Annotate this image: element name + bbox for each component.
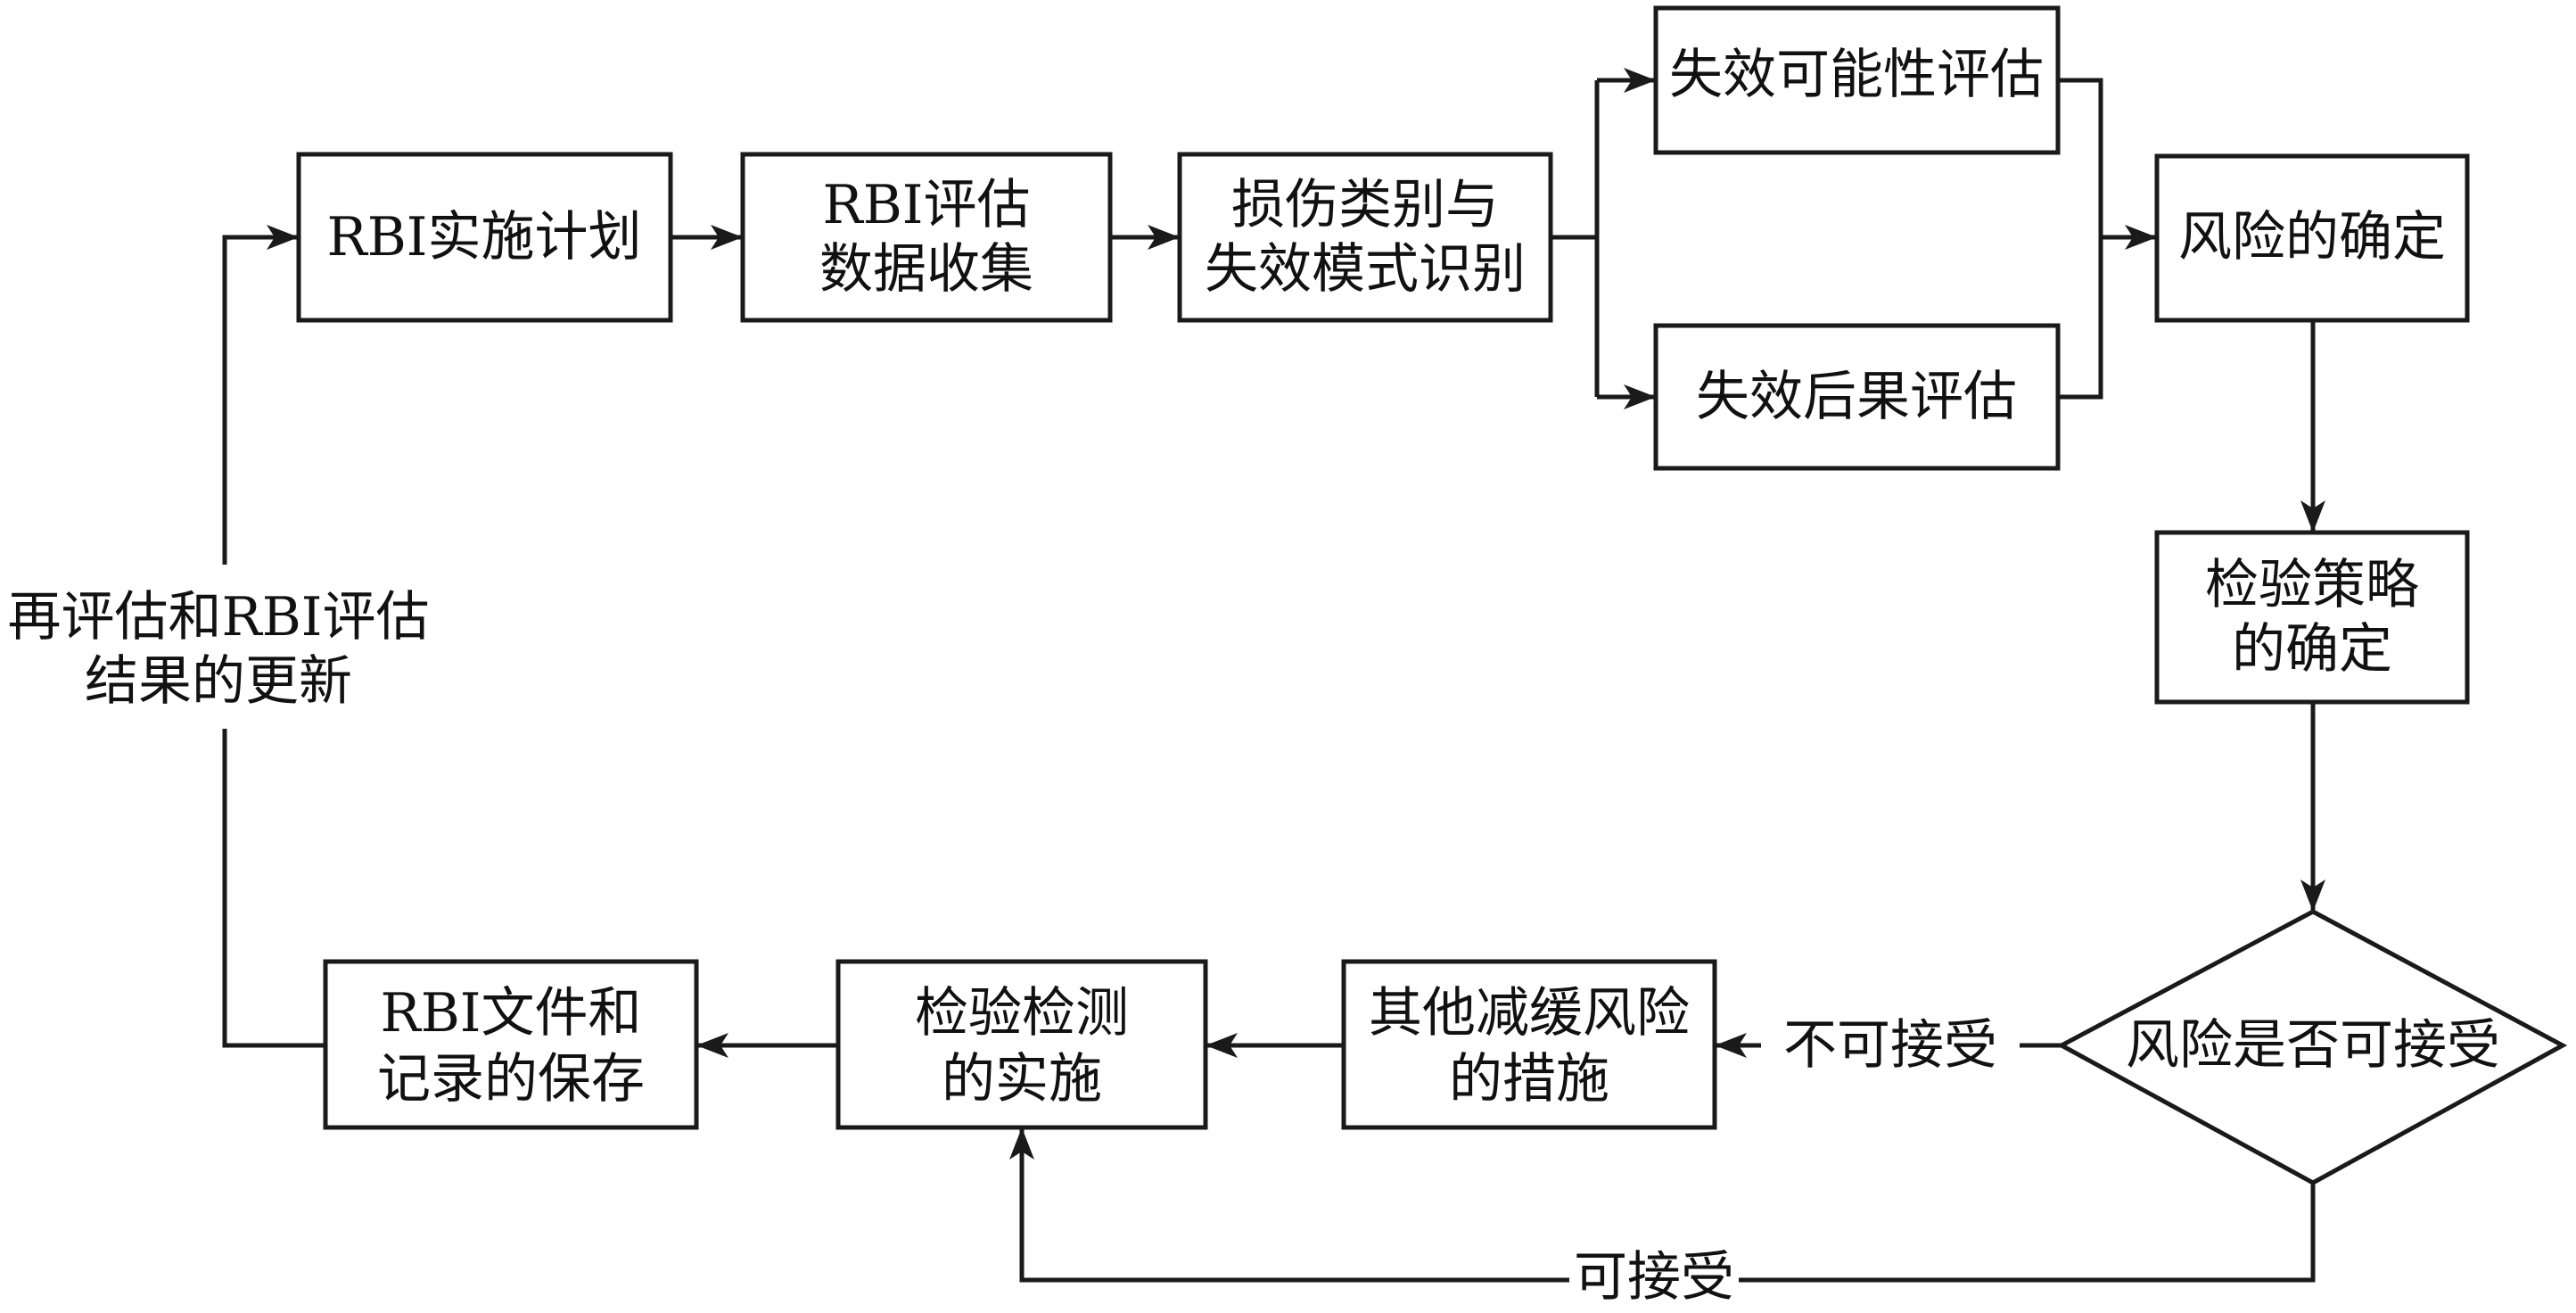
- node-data-collection[interactable]: RBI评估 数据收集: [740, 152, 1113, 323]
- node-consequence-label: 失效后果评估: [1696, 366, 2017, 428]
- node-inspection-strategy[interactable]: 检验策略 的确定: [2154, 530, 2470, 705]
- node-inspection-strategy-label-1: 检验策略: [2205, 554, 2419, 616]
- node-records-label-1: RBI文件和: [381, 982, 642, 1045]
- node-damage-identification-label-1: 损伤类别与: [1231, 174, 1499, 236]
- node-other-mitigation-label-1: 其他减缓风险: [1369, 982, 1690, 1045]
- node-consequence[interactable]: 失效后果评估: [1653, 323, 2061, 471]
- edge-label-not-acceptable: 不可接受: [1783, 1014, 1997, 1077]
- edge-records-loop-a: [222, 729, 325, 1048]
- node-plan[interactable]: RBI实施计划: [296, 152, 673, 323]
- node-inspection-execution[interactable]: 检验检测 的实施: [835, 959, 1208, 1130]
- node-records[interactable]: RBI文件和 记录的保存: [323, 959, 699, 1130]
- edge-likelihood-join: [2058, 78, 2103, 400]
- edge-label-reassessment-2: 结果的更新: [85, 650, 352, 713]
- node-records-label-2: 记录的保存: [377, 1048, 645, 1111]
- node-other-mitigation-label-2: 的措施: [1449, 1048, 1609, 1111]
- node-likelihood-label: 失效可能性评估: [1669, 44, 2044, 106]
- node-damage-identification[interactable]: 损伤类别与 失效模式识别: [1177, 152, 1553, 323]
- node-damage-identification-label-2: 失效模式识别: [1205, 238, 1526, 301]
- edge-records-loop-b: [222, 225, 299, 565]
- node-risk-determination[interactable]: 风险的确定: [2154, 153, 2470, 323]
- node-plan-label: RBI实施计划: [327, 206, 642, 268]
- node-inspection-execution-label-1: 检验检测: [915, 982, 1129, 1045]
- edge-acceptable-b: [1009, 1127, 1569, 1283]
- edge-label-reassessment-1: 再评估和RBI评估: [8, 586, 430, 648]
- node-data-collection-label-1: RBI评估: [823, 174, 1031, 236]
- node-data-collection-label-2: 数据收集: [819, 238, 1033, 301]
- node-inspection-execution-label-2: 的实施: [942, 1048, 1102, 1111]
- node-risk-acceptable-decision[interactable]: 风险是否可接受: [2056, 909, 2568, 1185]
- node-inspection-strategy-label-2: 的确定: [2232, 618, 2392, 681]
- node-risk-acceptable-label: 风险是否可接受: [2126, 1014, 2500, 1077]
- connectors: [222, 68, 2325, 1283]
- node-other-mitigation[interactable]: 其他减缓风险 的措施: [1341, 959, 1717, 1130]
- edge-label-acceptable: 可接受: [1574, 1246, 1734, 1309]
- edge-acceptable-a: [1739, 1183, 2316, 1283]
- node-likelihood[interactable]: 失效可能性评估: [1653, 5, 2061, 155]
- node-risk-determination-label: 风险的确定: [2178, 206, 2446, 268]
